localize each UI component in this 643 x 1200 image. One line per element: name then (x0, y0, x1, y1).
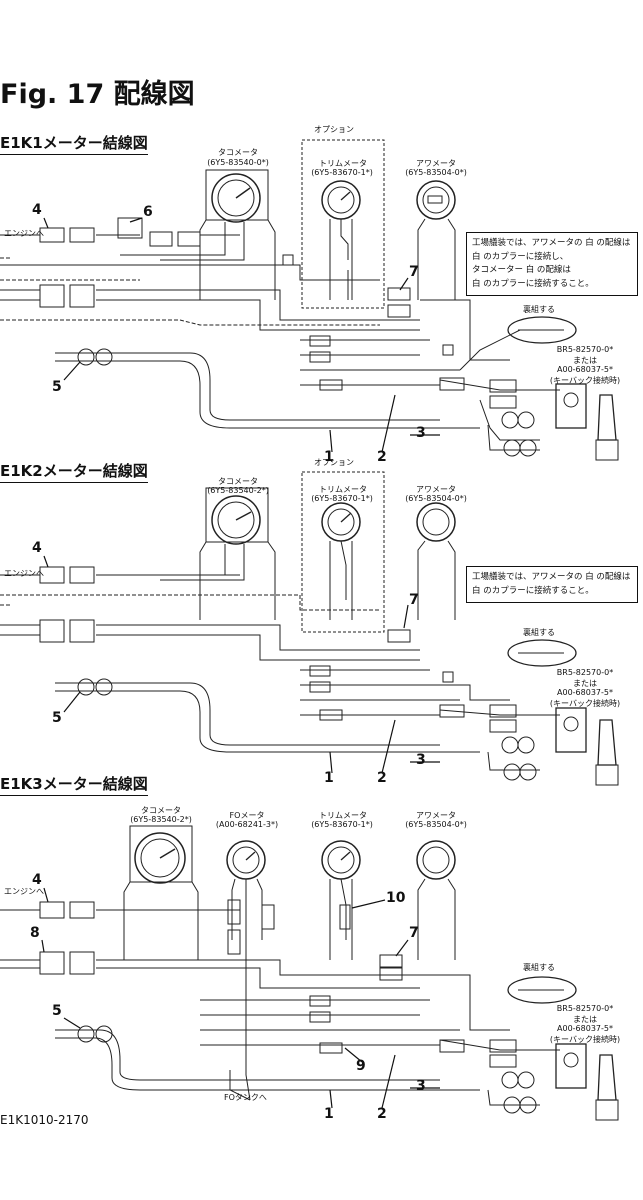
remote-lever-1 (597, 394, 617, 441)
fo-part: (A00-68241-3*) (215, 820, 279, 829)
callout: 1 (324, 770, 334, 786)
section-title-e1k1: E1K1メーター結線図 (0, 132, 148, 155)
remote-alt: A00-68037-5* (557, 365, 613, 374)
remote-part: BR5-82570-0* (556, 668, 614, 677)
callout: 5 (52, 379, 62, 395)
callout: 1 (324, 1106, 334, 1122)
callout: 9 (356, 1058, 366, 1074)
remote-note: (キーバック接続時) (549, 376, 621, 385)
tacho-housing-1 (205, 169, 269, 221)
buzzer-label: 裏組する (523, 963, 555, 972)
tacho-name: タコメータ (218, 148, 258, 157)
connector-6-1 (117, 217, 143, 239)
remote-or: または (573, 679, 597, 688)
connector-4a-1 (39, 227, 65, 243)
tacho-name: タコメータ (218, 477, 258, 486)
callout: 3 (416, 425, 426, 441)
remote-part: BR5-82570-0* (556, 1004, 614, 1013)
callout: 8 (30, 925, 40, 941)
hour-part: (6Y5-83504-0*) (405, 494, 467, 503)
callout: 2 (377, 770, 387, 786)
fo-tank-label: FOタンクへ (224, 1093, 267, 1102)
note-line: タコメーター 白 の配線は (472, 265, 571, 276)
buzzer-label: 裏組する (523, 628, 555, 637)
hour-part: (6Y5-83504-0*) (405, 820, 467, 829)
callout: 5 (52, 1003, 62, 1019)
section-title-e1k3: E1K3メーター結線図 (0, 773, 148, 796)
callout: 5 (52, 710, 62, 726)
note-line: 白 のカプラーに接続すること。 (472, 585, 594, 596)
trim-name: トリムメータ (319, 159, 367, 168)
document-code: E1K1010-2170 (0, 1113, 89, 1127)
callout: 1 (324, 449, 334, 465)
key-switch-1 (555, 383, 587, 429)
callout: 3 (416, 752, 426, 768)
note-line: 白 のカプラーに接続し、 (472, 251, 569, 262)
callout: 7 (409, 925, 419, 941)
callout: 2 (377, 449, 387, 465)
trim-part: (6Y5-83670-1*) (311, 820, 373, 829)
tacho-dial-1 (211, 173, 261, 223)
callout: 4 (32, 540, 42, 556)
remote-or: または (573, 356, 597, 365)
callout: 6 (143, 204, 153, 220)
hour-name: アワメータ (416, 485, 456, 494)
tacho-part: (6Y5-83540-2*) (207, 486, 269, 495)
note-line: 工場艤装では、アワメータの 白 の配線は (472, 238, 631, 248)
note-box: 工場艤装では、アワメータの 白 の配線は 白 のカプラーに接続し、 タコメーター… (466, 232, 638, 297)
note-box: 工場艤装では、アワメータの 白 の配線は 白 のカプラーに接続すること。 (466, 566, 638, 604)
buzzer-label: 裏組する (523, 305, 555, 314)
callout: 4 (32, 872, 42, 888)
option-box-1 (301, 139, 385, 309)
tacho-part: (6Y5-83540-0*) (207, 158, 269, 167)
note-line: 工場艤装では、アワメータの 白 の配線は (472, 572, 631, 582)
trim-name: トリムメータ (319, 485, 367, 494)
option-label: オプション (314, 458, 354, 467)
hour-name: アワメータ (416, 159, 456, 168)
callout: 3 (416, 1078, 426, 1094)
callout: 4 (32, 202, 42, 218)
callout: 7 (409, 592, 419, 608)
hour-name: アワメータ (416, 811, 456, 820)
trim-part: (6Y5-83670-1*) (311, 494, 373, 503)
buzzer-1 (507, 316, 577, 344)
remote-note: (キーバック接続時) (549, 1035, 621, 1044)
note-line: 白 のカプラーに接続すること。 (472, 278, 594, 289)
hour-dial-1 (416, 180, 456, 220)
trim-name: トリムメータ (319, 811, 367, 820)
section-title-e1k2: E1K2メーター結線図 (0, 460, 148, 483)
engine-label: エンジンへ (4, 569, 44, 578)
option-label: オプション (314, 125, 354, 134)
callout: 2 (377, 1106, 387, 1122)
remote-or: または (573, 1015, 597, 1024)
engine-label: エンジンへ (4, 229, 44, 238)
callout: 10 (386, 890, 406, 906)
remote-alt: A00-68037-5* (557, 1024, 613, 1033)
tacho-name: タコメータ (141, 806, 181, 815)
figure-title: Fig. 17 配線図 (0, 79, 195, 110)
fo-name: FOメータ (229, 811, 265, 820)
hour-part: (6Y5-83504-0*) (405, 168, 467, 177)
remote-alt: A00-68037-5* (557, 688, 613, 697)
tacho-part: (6Y5-83540-2*) (130, 815, 192, 824)
callout: 7 (409, 264, 419, 280)
engine-label: エンジンへ (4, 887, 44, 896)
trim-part: (6Y5-83670-1*) (311, 168, 373, 177)
remote-note: (キーバック接続時) (549, 699, 621, 708)
remote-part: BR5-82570-0* (556, 345, 614, 354)
